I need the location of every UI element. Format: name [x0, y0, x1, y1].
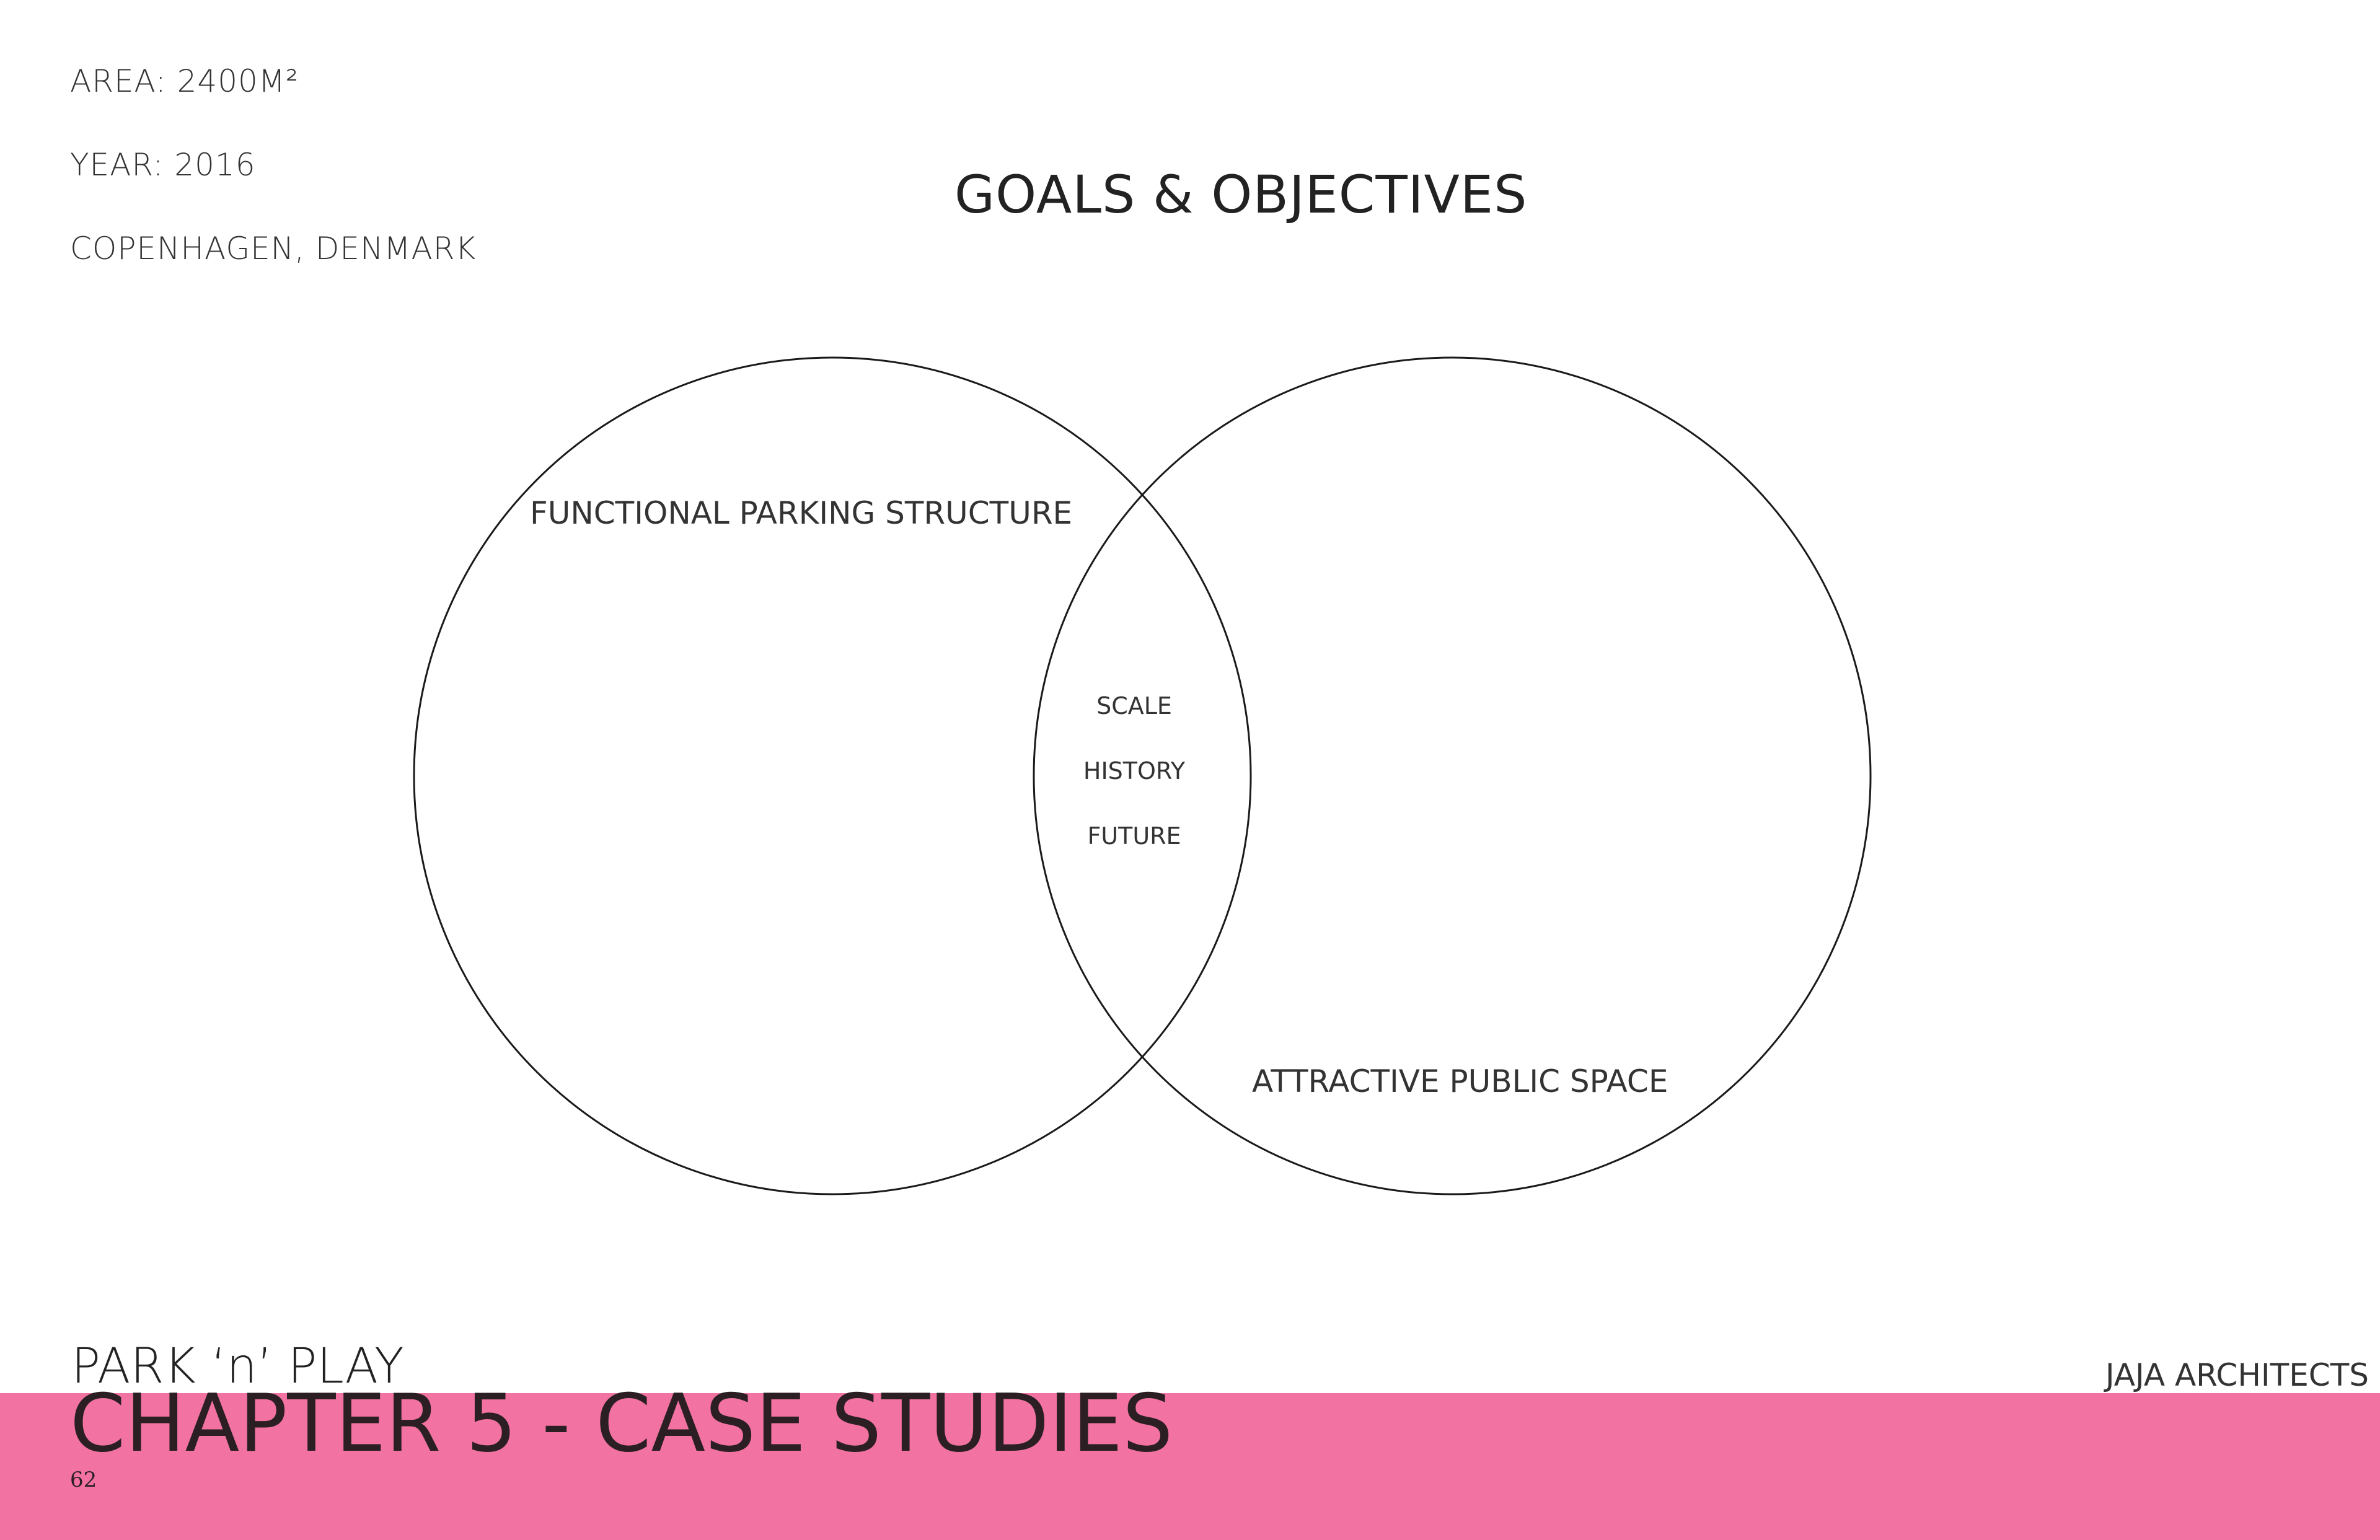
project-name: PARK ‘n’ PLAY: [71, 1339, 404, 1394]
chapter-title: CHAPTER 5 - CASE STUDIES: [70, 1378, 1173, 1470]
year-label: YEAR: 2016: [70, 147, 256, 183]
firm-name: JAJA ARCHITECTS: [2105, 1357, 2369, 1393]
page-number: 62: [70, 1467, 97, 1492]
venn-circle-left: [413, 356, 1252, 1195]
venn-circle-right: [1033, 356, 1872, 1195]
page-title: GOALS & OBJECTIVES: [954, 164, 1528, 225]
venn-overlap-item: FUTURE: [1087, 822, 1181, 850]
venn-right-label: ATTRACTIVE PUBLIC SPACE: [1252, 1063, 1668, 1099]
venn-overlap-item: SCALE: [1096, 692, 1172, 719]
location-label: COPENHAGEN, DENMARK: [70, 231, 477, 266]
area-label: AREA: 2400M²: [70, 63, 299, 99]
venn-left-label: FUNCTIONAL PARKING STRUCTURE: [530, 495, 1072, 531]
chapter-band: [0, 1393, 2380, 1540]
venn-overlap-item: HISTORY: [1083, 757, 1186, 785]
